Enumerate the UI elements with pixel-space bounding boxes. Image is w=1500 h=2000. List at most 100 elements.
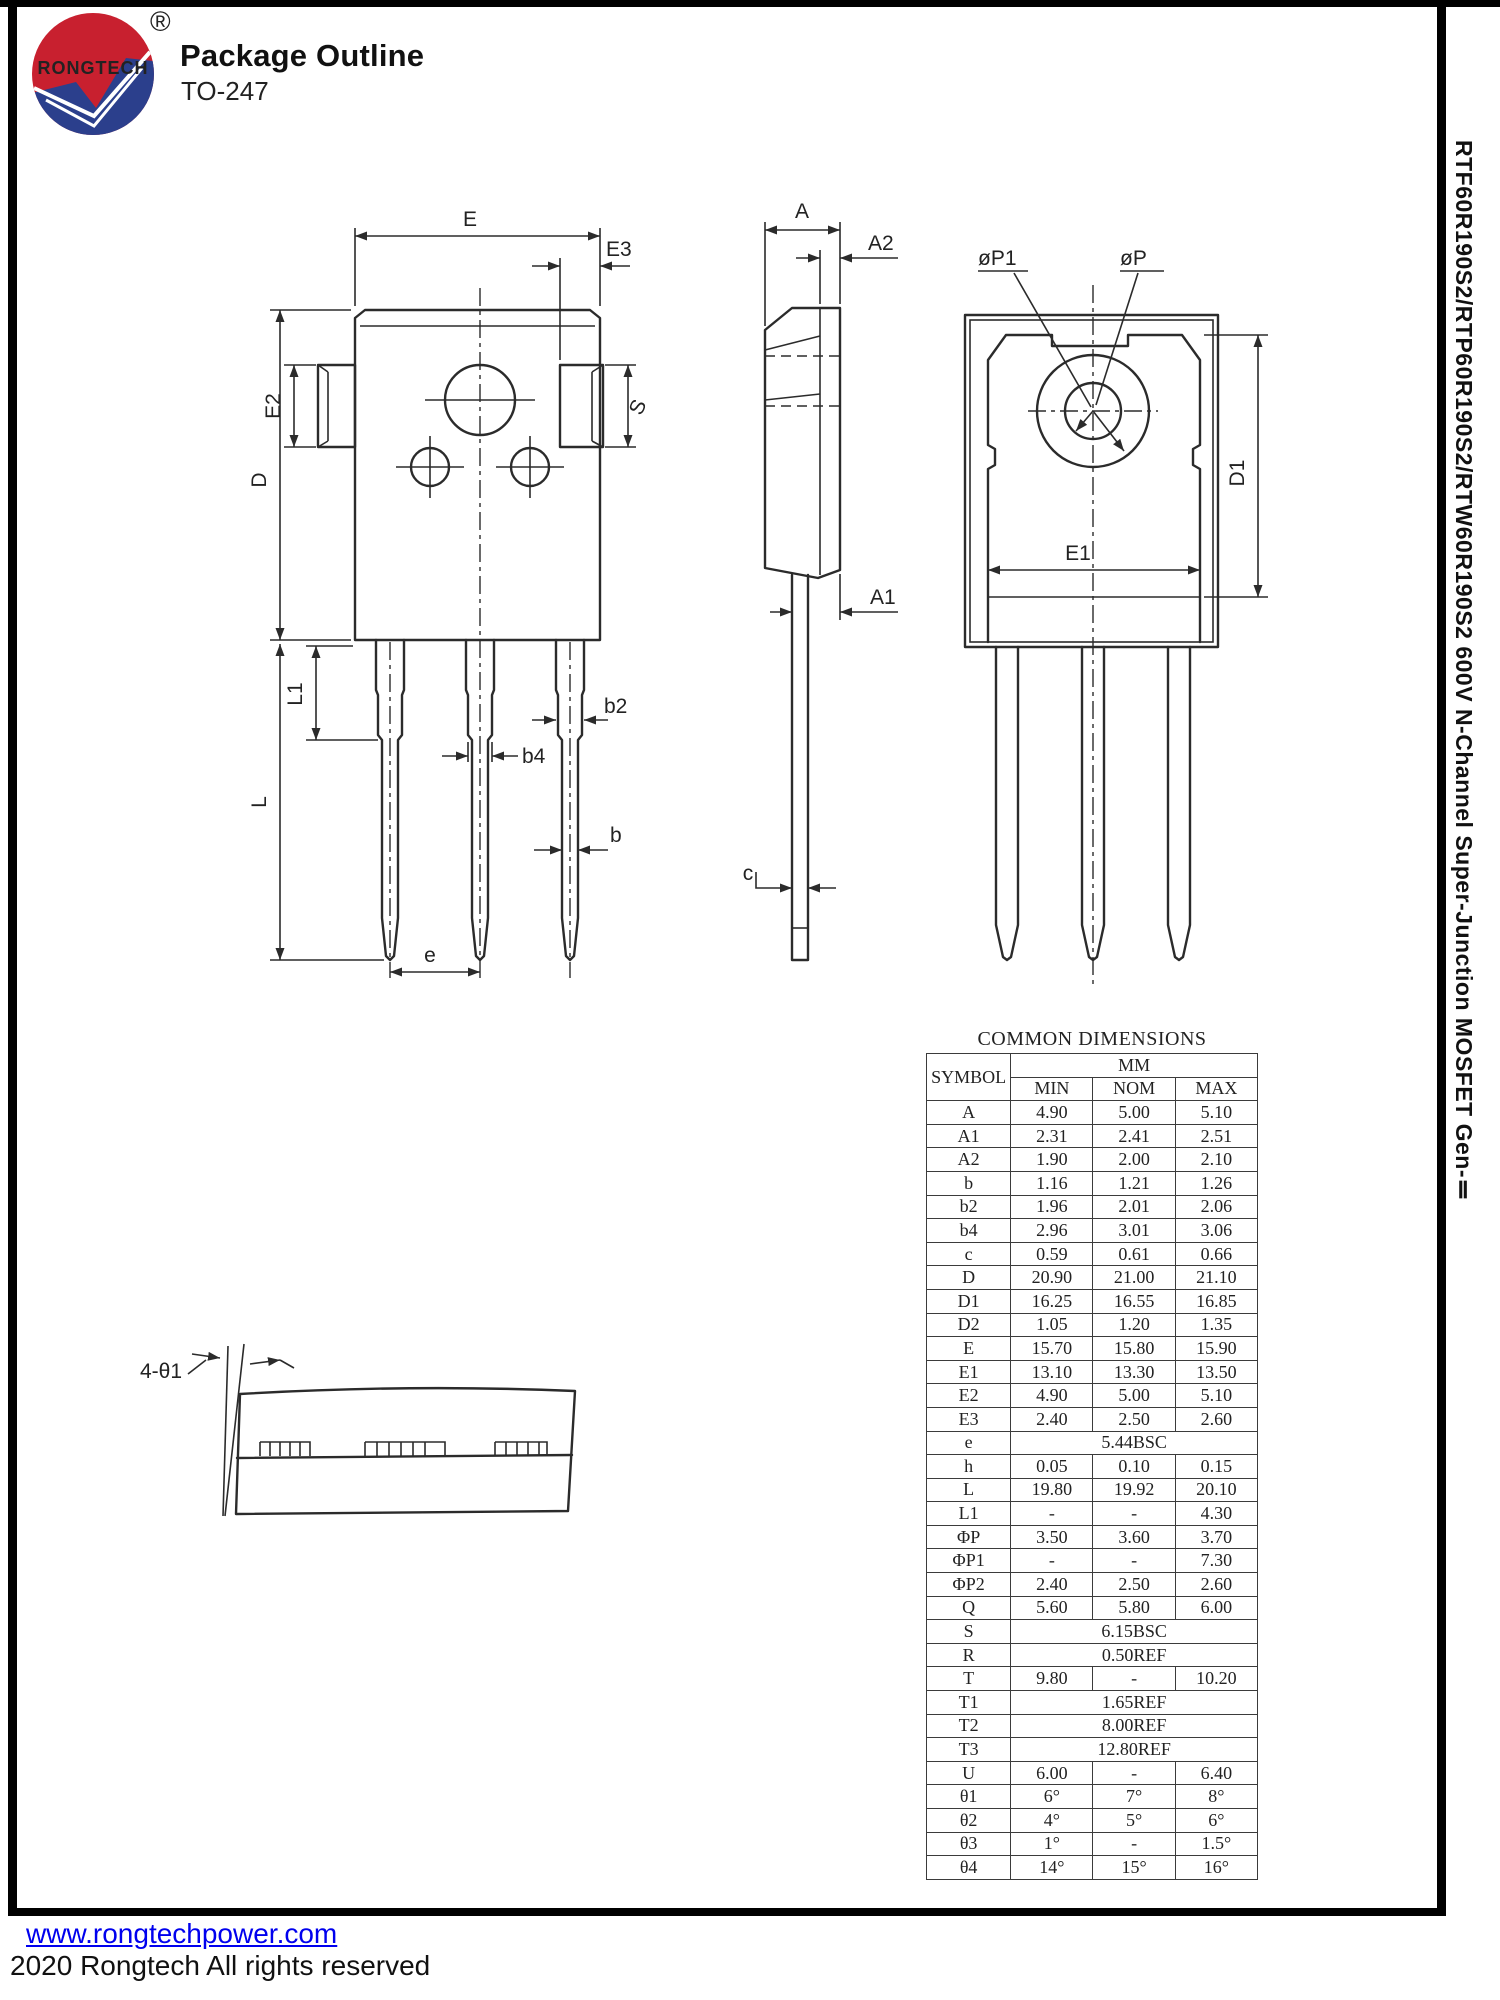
table-cell: 1.20	[1092, 1312, 1176, 1338]
table-cell: D2	[925, 1312, 1012, 1338]
table-cell: 16°	[1174, 1855, 1259, 1880]
table-cell: b4	[925, 1218, 1012, 1243]
table-title: COMMON DIMENSIONS	[977, 1028, 1207, 1050]
package-name: TO-247	[181, 76, 269, 106]
table-cell: 6.00	[1174, 1595, 1259, 1621]
table-cell: 15.80	[1092, 1336, 1176, 1361]
table-cell: 13.10	[1010, 1359, 1094, 1385]
table-cell: E2	[925, 1383, 1012, 1408]
table-cell: 0.50REF	[1010, 1642, 1258, 1668]
table-cell: 0.66	[1174, 1241, 1259, 1267]
table-cell: 6°	[1010, 1784, 1094, 1809]
dim-label-E1: E1	[1065, 542, 1091, 565]
table-cell: 21.10	[1174, 1265, 1259, 1290]
table-cell: 7.30	[1174, 1548, 1259, 1574]
dim-label-b4: b4	[522, 745, 546, 768]
table-row: ΦP1--7.30	[925, 1548, 1259, 1574]
table-cell: 5.00	[1092, 1383, 1176, 1408]
table-cell: 5.10	[1174, 1100, 1259, 1125]
table-cell: 1.96	[1010, 1194, 1094, 1220]
table-cell: A1	[925, 1123, 1012, 1149]
dim-label-oP1: øP1	[978, 247, 1017, 270]
dim-label-E2: E2	[262, 393, 285, 419]
table-cell: 2.51	[1174, 1123, 1259, 1149]
table-cell: 15°	[1092, 1855, 1176, 1880]
lead-cross-section-group-2	[364, 1441, 446, 1456]
table-cell: U	[925, 1760, 1012, 1786]
table-cell: 3.60	[1092, 1524, 1176, 1550]
table-cell: 0.05	[1010, 1454, 1094, 1479]
table-cell: -	[1010, 1501, 1094, 1526]
table-cell: 2.10	[1174, 1147, 1259, 1172]
table-cell: -	[1092, 1548, 1176, 1574]
table-cell: c	[925, 1241, 1012, 1267]
table-cell: 3.01	[1092, 1218, 1176, 1243]
dim-label-A: A	[795, 200, 809, 223]
table-cell: D	[925, 1265, 1012, 1290]
table-cell: b2	[925, 1194, 1012, 1220]
table-cell: h	[925, 1454, 1012, 1479]
column-header-unit: MM	[1010, 1053, 1258, 1078]
table-cell: e	[925, 1430, 1012, 1456]
table-cell: D1	[925, 1288, 1012, 1314]
table-cell: -	[1092, 1760, 1176, 1786]
column-header-symbol: SYMBOL	[925, 1052, 1012, 1102]
bottom-body-outline	[234, 1386, 577, 1516]
back-view-drawing: øP1 øP E1 D1	[963, 247, 1268, 985]
table-cell: 3.06	[1174, 1218, 1259, 1243]
dim-label-b: b	[610, 824, 622, 847]
table-cell: 2.31	[1010, 1123, 1094, 1149]
table-cell: ΦP	[925, 1524, 1012, 1550]
back-lead-2	[1080, 645, 1106, 962]
table-cell: 21.00	[1092, 1265, 1176, 1290]
table-cell: A	[925, 1100, 1012, 1125]
table-cell: 19.80	[1010, 1477, 1094, 1503]
page-border-bottom	[8, 1908, 1446, 1916]
table-cell: θ1	[925, 1784, 1012, 1809]
lead-cross-section-group-3	[494, 1441, 548, 1456]
table-cell: 2.40	[1010, 1406, 1094, 1432]
table-cell: T	[925, 1666, 1012, 1692]
package-body-outline	[353, 308, 602, 642]
table-cell: 0.59	[1010, 1241, 1094, 1267]
back-body-outer	[963, 313, 1220, 649]
front-view-drawing: E E3 E2 S D L L1 b2 b4 b e	[248, 208, 651, 980]
table-cell: T3	[925, 1737, 1012, 1762]
page-border-left	[8, 0, 17, 1916]
page-title: Package Outline	[180, 38, 425, 73]
website-link[interactable]: www.rongtechpower.com	[26, 1918, 338, 1949]
table-cell: 1.65REF	[1010, 1690, 1258, 1715]
table-row: L1--4.30	[925, 1501, 1259, 1526]
side-view-drawing: A A2 A1 c	[743, 200, 898, 962]
table-cell: 2.41	[1092, 1123, 1176, 1149]
table-cell: 19.92	[1092, 1477, 1176, 1503]
table-cell: 1.35	[1174, 1312, 1259, 1338]
dim-label-D: D	[248, 472, 271, 487]
table-cell: 16.25	[1010, 1288, 1094, 1314]
table-cell: 1.21	[1092, 1170, 1176, 1196]
table-cell: 5°	[1092, 1808, 1176, 1833]
table-cell: b	[925, 1170, 1012, 1196]
table-cell: 3.70	[1174, 1524, 1259, 1550]
table-cell: 3.50	[1010, 1524, 1094, 1550]
part-number-side-text: RTF60R190S2/RTP60R190S2/RTW60R190S2 600V…	[1451, 140, 1477, 1205]
table-cell: -	[1092, 1666, 1176, 1692]
back-lead-3	[1166, 645, 1192, 962]
table-cell: 9.80	[1010, 1666, 1094, 1692]
table-cell: 10.20	[1174, 1666, 1259, 1692]
bottom-view-drawing: 4-θ1	[140, 1343, 577, 1517]
table-cell: 16.85	[1174, 1288, 1259, 1314]
table-cell: -	[1092, 1501, 1176, 1526]
table-cell: 6.15BSC	[1010, 1619, 1258, 1644]
